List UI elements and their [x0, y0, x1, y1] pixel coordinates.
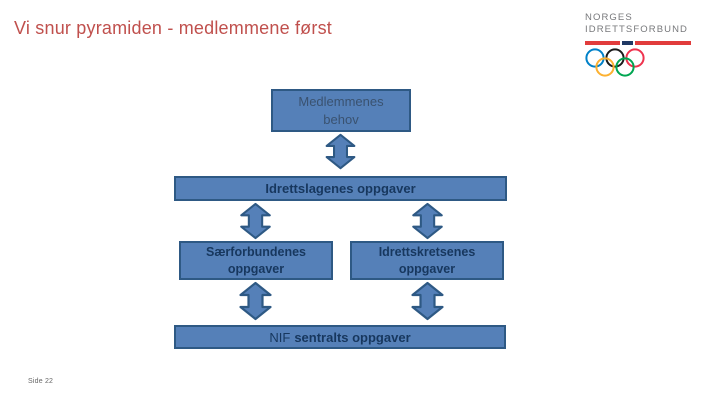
box-nif-prefix: NIF	[269, 329, 291, 345]
box-clubs-tasks-label: Idrettslagenes oppgaver	[265, 181, 416, 196]
box-federations-tasks-line1: Særforbundenes	[205, 244, 306, 259]
updown-arrow-bottom-left	[239, 281, 272, 321]
flag-bar-navy	[622, 41, 633, 45]
logo-wordmark-line1: NORGES	[585, 12, 633, 23]
box-nif-label: sentralts oppgaver	[294, 329, 411, 345]
box-members-needs: Medlemmenes behov	[271, 89, 411, 132]
updown-arrow-mid-left	[240, 202, 271, 240]
updown-arrow-top	[325, 133, 356, 170]
box-districts-tasks-line2: oppgaver	[398, 261, 456, 276]
nif-logo: NORGES IDRETTSFORBUND	[585, 12, 695, 79]
logo-wordmark: NORGES IDRETTSFORBUND	[585, 12, 695, 35]
box-districts-tasks-line1: Idrettskretsenes	[378, 244, 476, 259]
flag-bar-red-left	[585, 41, 620, 45]
box-federations-tasks: Særforbundenes oppgaver	[179, 241, 333, 280]
logo-flag-bar	[585, 41, 691, 45]
flag-bar-red-right	[635, 41, 691, 45]
box-clubs-tasks: Idrettslagenes oppgaver	[174, 176, 507, 201]
updown-arrow-bottom-right	[411, 281, 444, 321]
box-members-needs-line1: Medlemmenes	[298, 93, 384, 109]
olympic-rings-icon	[585, 48, 645, 77]
footer-page-label: Side 22	[28, 378, 54, 385]
updown-arrow-mid-right	[412, 202, 443, 240]
logo-wordmark-line2: IDRETTSFORBUND	[585, 23, 689, 35]
box-federations-tasks-line2: oppgaver	[227, 261, 285, 276]
slide-title: Vi snur pyramiden - medlemmene først	[14, 18, 332, 38]
box-districts-tasks: Idrettskretsenes oppgaver	[350, 241, 504, 280]
box-members-needs-line2: behov	[323, 111, 359, 127]
box-nif-central-tasks: NIF sentralts oppgaver	[174, 325, 506, 349]
